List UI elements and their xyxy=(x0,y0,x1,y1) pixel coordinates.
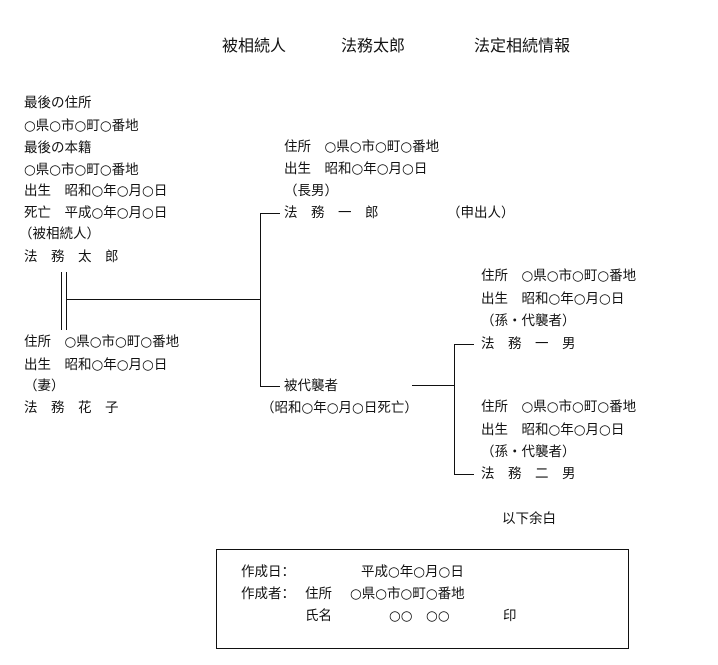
deceased-death: 死亡 平成○年○月○日 xyxy=(24,205,168,221)
grandchild2-address: 住所 ○県○市○町○番地 xyxy=(481,399,637,415)
deceased-last-address-label: 最後の住所 xyxy=(24,95,92,111)
title-deceased-name: 法務太郎 xyxy=(341,36,406,55)
grandchild1-relation: （孫・代襲者） xyxy=(481,313,576,329)
son1-birth: 出生 昭和○年○月○日 xyxy=(284,161,428,177)
certification-box: 作成日： 平成○年○月○日 作成者： 住所 ○県○市○町○番地 氏名 ○○ ○○… xyxy=(216,549,629,649)
title-deceased-label: 被相続人 xyxy=(222,36,287,55)
marriage-line-right xyxy=(66,272,67,330)
grandchild1-name: 法 務 一 男 xyxy=(481,336,576,352)
bracket-to-son2 xyxy=(260,386,280,387)
deceased-last-address: ○県○市○町○番地 xyxy=(24,118,139,134)
footer-author-label: 作成者： xyxy=(241,586,295,602)
deceased-last-domicile-label: 最後の本籍 xyxy=(24,140,92,156)
footer-address-label: 住所 xyxy=(305,586,332,602)
deceased-relation: （被相続人） xyxy=(19,226,100,242)
son2-death: （昭和○年○月○日死亡） xyxy=(261,400,418,416)
son1-note: （申出人） xyxy=(447,205,515,221)
deceased-last-domicile: ○県○市○町○番地 xyxy=(24,162,139,178)
spouse-birth: 出生 昭和○年○月○日 xyxy=(24,357,168,373)
son1-name: 法 務 一 郎 xyxy=(284,205,379,221)
son1-address: 住所 ○県○市○町○番地 xyxy=(284,139,440,155)
grandchild2-birth: 出生 昭和○年○月○日 xyxy=(481,422,625,438)
son1-relation: （長男） xyxy=(284,183,338,199)
son2-label: 被代襲者 xyxy=(284,378,338,394)
grandchild2-name: 法 務 二 男 xyxy=(481,466,576,482)
bracket-to-grandchild2 xyxy=(454,474,474,475)
grandchild1-birth: 出生 昭和○年○月○日 xyxy=(481,291,625,307)
bracket-to-son1 xyxy=(260,213,280,214)
remainder-note: 以下余白 xyxy=(502,511,556,527)
footer-date-label: 作成日： xyxy=(241,564,295,580)
deceased-name: 法 務 太 郎 xyxy=(24,249,119,265)
seal-mark: 印 xyxy=(503,608,517,624)
footer-date-value: 平成○年○月○日 xyxy=(361,564,464,580)
footer-name-value: ○○ ○○ xyxy=(389,608,450,624)
footer-name-label: 氏名 xyxy=(305,608,332,624)
children-bracket xyxy=(260,213,261,387)
grandchild2-relation: （孫・代襲者） xyxy=(481,444,576,460)
grandchild1-address: 住所 ○県○市○町○番地 xyxy=(481,268,637,284)
bracket-to-grandchild1 xyxy=(454,344,474,345)
deceased-birth: 出生 昭和○年○月○日 xyxy=(24,183,168,199)
footer-address-value: ○県○市○町○番地 xyxy=(350,586,465,602)
connector-to-grandchildren xyxy=(412,385,454,386)
title-document-label: 法定相続情報 xyxy=(474,36,571,55)
connector-to-children xyxy=(67,299,260,300)
spouse-name: 法 務 花 子 xyxy=(24,400,119,416)
spouse-address: 住所 ○県○市○町○番地 xyxy=(24,334,180,350)
grandchildren-bracket xyxy=(454,344,455,475)
spouse-relation: （妻） xyxy=(24,378,65,394)
marriage-line-left xyxy=(61,272,62,330)
